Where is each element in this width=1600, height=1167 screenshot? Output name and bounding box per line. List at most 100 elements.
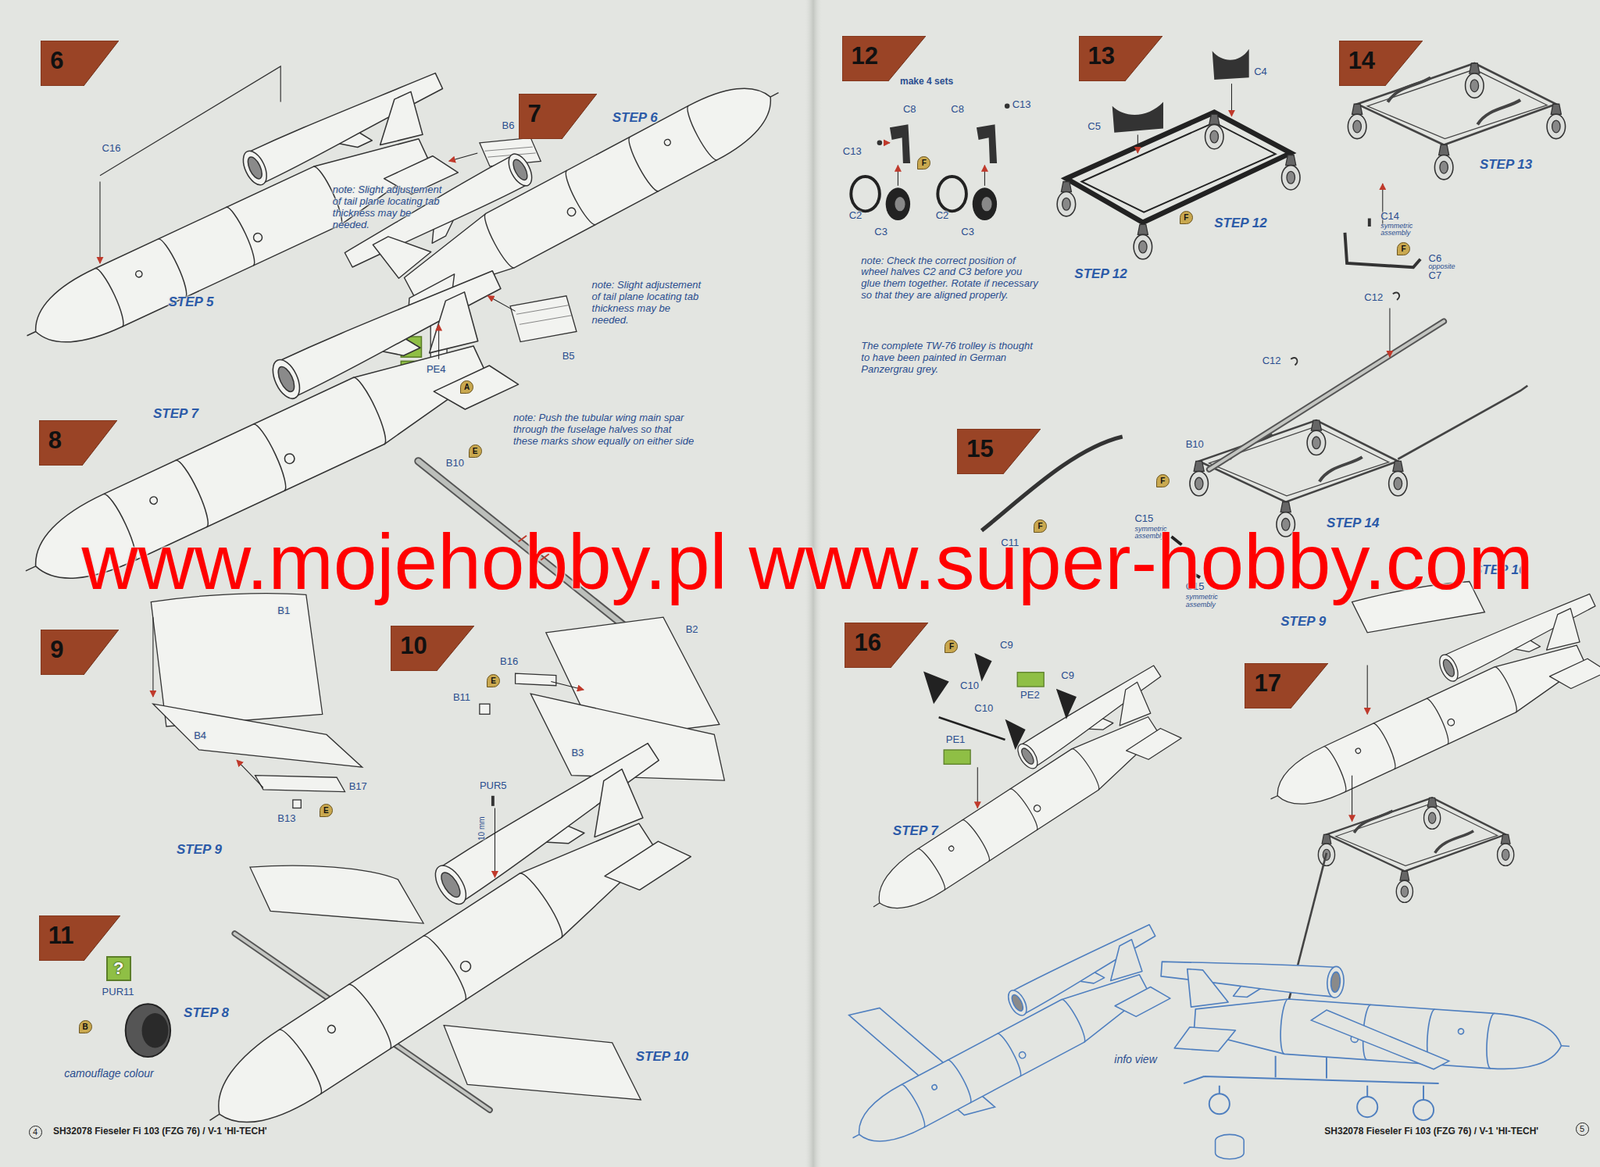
paint-code: F <box>1179 210 1193 225</box>
badge-shape <box>40 629 119 675</box>
drawing-part <box>1231 83 1233 117</box>
part-label: PE1 <box>946 734 966 747</box>
step-badge: 14 <box>1339 40 1423 86</box>
paint-code: B <box>78 1020 93 1034</box>
part-label: B17 <box>349 781 368 793</box>
part-label: C10 <box>974 703 993 715</box>
drawing-part <box>1310 1010 1449 1070</box>
drawing-part <box>1066 112 1291 223</box>
drawing-part <box>1205 114 1225 149</box>
step17-art <box>1246 581 1600 1021</box>
drawing-part <box>883 142 890 143</box>
assembly-note: opposite <box>1428 263 1470 271</box>
drawing-part <box>479 703 490 715</box>
drawing-part <box>1389 307 1390 358</box>
drawing-part <box>1290 357 1297 366</box>
drawing-part <box>250 865 424 924</box>
drawing-part <box>897 165 899 186</box>
step16-art <box>842 653 1196 929</box>
dimension-label: 10 mm <box>477 817 487 842</box>
part-label: PE2 <box>1020 689 1040 702</box>
drawing-part <box>125 1003 171 1058</box>
part-label: B16 <box>500 656 518 668</box>
step-number: 13 <box>1078 35 1125 71</box>
drawing-part <box>550 681 584 690</box>
drawing-part <box>236 760 264 788</box>
part-label: C4 <box>1253 66 1268 79</box>
note-text: note: Slight adjustement of tail plane l… <box>592 279 710 327</box>
step-label: STEP 12 <box>1214 215 1267 232</box>
drawing-part <box>937 176 967 211</box>
drawing-part <box>515 673 557 686</box>
step-number: 9 <box>40 629 73 665</box>
paint-code: E <box>468 444 483 458</box>
drawing-part <box>1137 134 1139 154</box>
step-label: STEP 9 <box>1280 614 1326 630</box>
drawing-part <box>510 296 577 343</box>
drawing-part <box>153 703 363 768</box>
drawing-part <box>142 1013 169 1048</box>
page-number: 5 <box>1575 1122 1590 1136</box>
step-number: 10 <box>390 625 436 661</box>
drawing-part <box>1351 775 1353 822</box>
step-badge: 17 <box>1244 663 1329 709</box>
drawing-part <box>977 767 979 808</box>
badge-shape <box>390 625 475 672</box>
drawing-part <box>1017 672 1044 687</box>
trolley-step14 <box>1344 63 1565 268</box>
step-number: 14 <box>1339 40 1385 75</box>
drawing-part <box>1219 1085 1424 1100</box>
drawing-part <box>842 660 1196 929</box>
part-label: B10 <box>446 457 465 470</box>
drawing-part <box>1317 797 1514 903</box>
note-text: note: Check the correct position of whee… <box>860 255 1041 303</box>
footer-text: SH32078 Fieseler Fi 103 (FZG 76) / V-1 '… <box>53 1126 268 1138</box>
drawing-part <box>1367 665 1368 715</box>
badge-shape <box>1078 35 1163 82</box>
drawing-part <box>877 140 883 147</box>
drawing-part <box>1209 1093 1230 1115</box>
drawing-part <box>152 617 154 697</box>
drawing-part <box>1004 103 1011 110</box>
drawing-part <box>1215 1140 1245 1160</box>
step-label: STEP 9 <box>176 842 222 858</box>
step-label: STEP 12 <box>1074 266 1127 283</box>
step-label: STEP 5 <box>168 294 215 311</box>
part-label: C2 <box>935 210 950 222</box>
paint-code: F <box>944 639 958 654</box>
drawing-part <box>1081 122 1275 213</box>
drawing-part <box>889 124 911 164</box>
badge-shape <box>39 420 118 466</box>
part-label: B1 <box>277 605 290 618</box>
step-number: 11 <box>39 915 84 950</box>
drawing-part <box>923 671 950 704</box>
drawing-part <box>99 181 100 263</box>
part-label: C8 <box>903 103 917 116</box>
drawing-part <box>1209 321 1444 469</box>
caption-text: camouflage colour <box>64 1067 154 1080</box>
note-text: The complete TW-76 trolley is thought to… <box>860 340 1037 376</box>
part-label: C12 <box>1364 292 1383 304</box>
drawing-part <box>885 187 911 221</box>
drawing-part <box>150 593 322 727</box>
drawing-part <box>1209 321 1444 469</box>
badge-shape <box>842 35 926 82</box>
step-number: 16 <box>844 622 890 658</box>
step-label: STEP 7 <box>153 406 199 422</box>
part-label: B5 <box>562 350 575 363</box>
part-label: C10 <box>960 680 979 693</box>
drawing-part <box>1112 102 1164 133</box>
part-label: C3 <box>960 226 975 239</box>
step8-art <box>0 261 674 665</box>
part-label: PUR11 <box>102 986 135 999</box>
page-number: 4 <box>28 1125 43 1140</box>
part-label: C13 <box>1012 99 1032 111</box>
drawing-part <box>1056 689 1077 720</box>
drawing-part <box>1057 181 1076 216</box>
step-badge: 9 <box>40 629 119 675</box>
part-label: C3 <box>874 226 888 239</box>
badge-shape <box>957 428 1041 475</box>
step-label: STEP 6 <box>612 110 658 126</box>
footer-text: SH32078 Fieseler Fi 103 (FZG 76) / V-1 '… <box>1324 1126 1539 1138</box>
